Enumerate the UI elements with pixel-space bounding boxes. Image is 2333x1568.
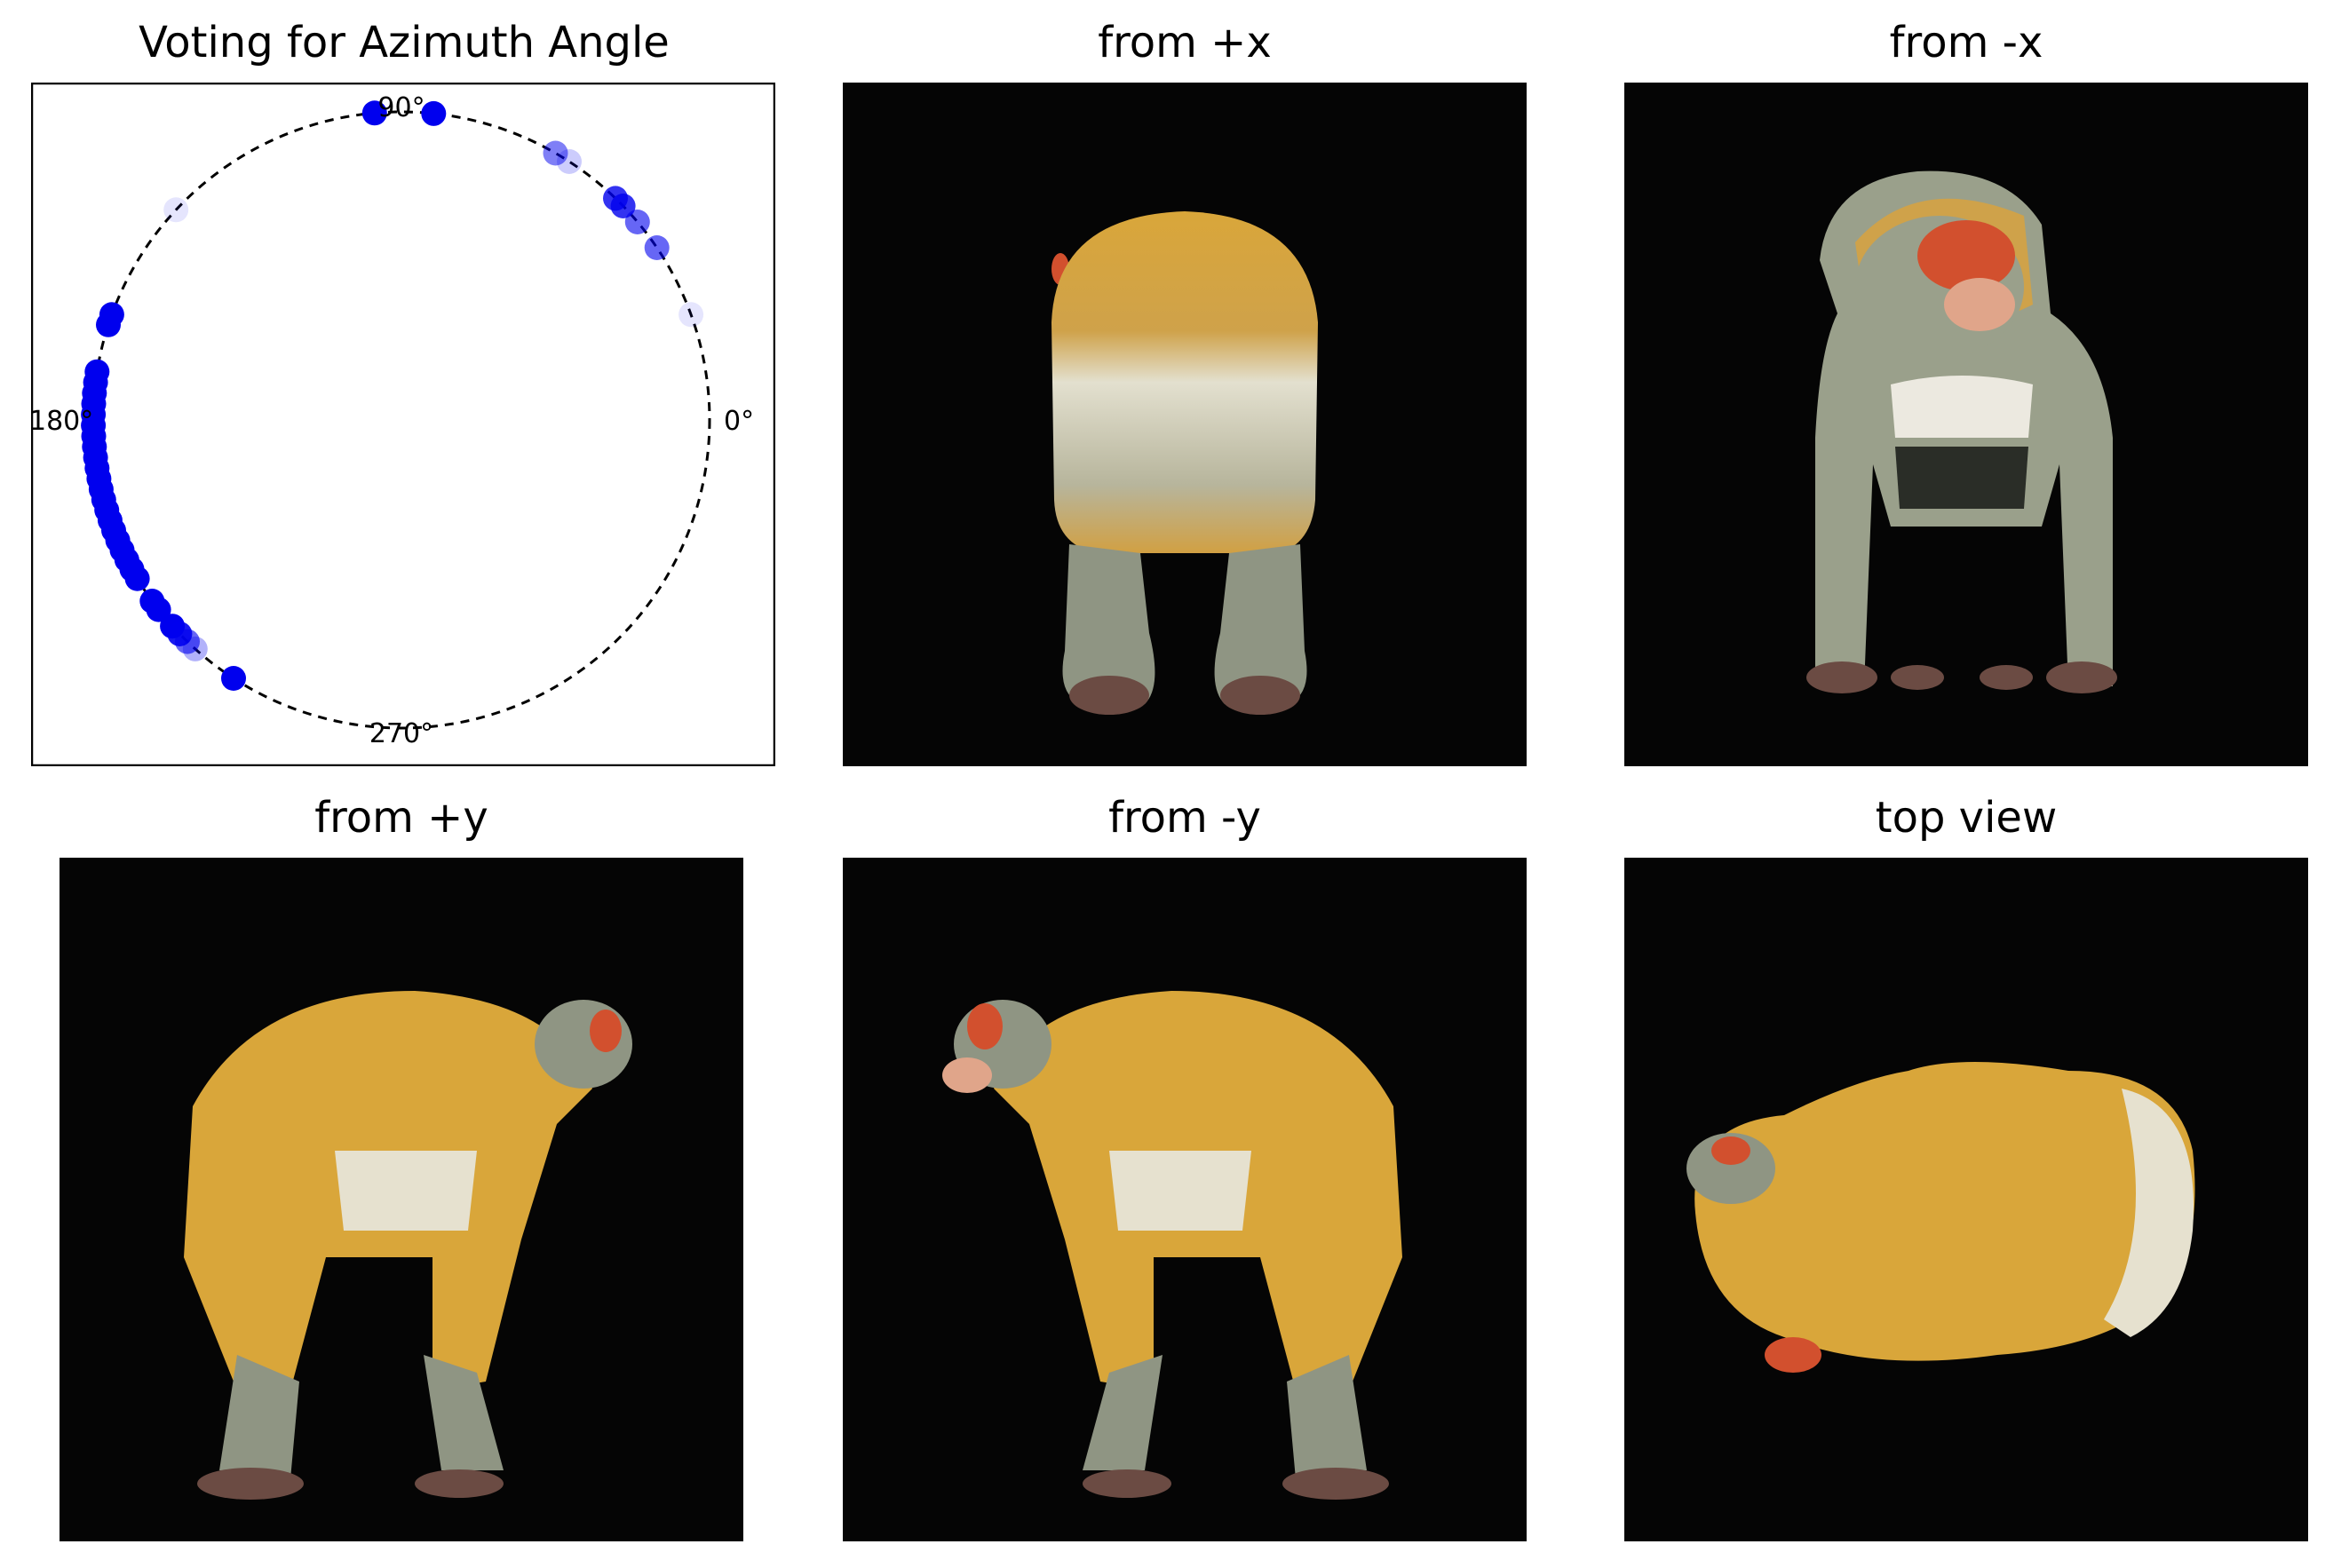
- points-layer: [81, 100, 704, 691]
- plot-frame: [30, 82, 776, 767]
- view-title-top: top view: [1875, 793, 2058, 843]
- vote-point-34: [146, 597, 171, 622]
- vote-point-0: [361, 100, 387, 126]
- vote-point-5: [610, 194, 636, 218]
- monkey-top-image: [1686, 1062, 2195, 1373]
- render-view-plus-x: [843, 83, 1527, 766]
- view-title-minus-y: from -y: [1108, 793, 1261, 843]
- tick-label-180: 180°: [31, 406, 93, 437]
- tick-label-270: 270°: [369, 718, 433, 749]
- vote-point-38: [182, 636, 208, 661]
- render-view-top: [1624, 858, 2308, 1541]
- vote-point-8: [678, 302, 704, 328]
- monkey-side-left-image: [942, 991, 1402, 1500]
- vote-point-3: [557, 149, 582, 174]
- vote-point-7: [644, 235, 670, 260]
- vote-point-2: [543, 140, 568, 166]
- vote-point-6: [624, 210, 650, 234]
- vote-point-39: [221, 666, 246, 691]
- monkey-back-image: [1051, 211, 1318, 715]
- tick-label-90: 90°: [377, 92, 425, 123]
- tick-label-0: 0°: [724, 406, 754, 437]
- view-title-plus-y: from +y: [314, 793, 488, 843]
- monkey-front-image: [1806, 170, 2117, 693]
- polar-chart: 90° 180° 0° 270°: [29, 82, 776, 767]
- render-view-plus-y: [60, 858, 743, 1541]
- polar-chart-svg: 90° 180° 0° 270°: [29, 82, 776, 767]
- view-title-minus-x: from -x: [1889, 18, 2043, 67]
- vote-point-37: [175, 629, 200, 654]
- chart-title: Voting for Azimuth Angle: [139, 18, 670, 67]
- vote-point-9: [163, 197, 189, 223]
- vote-point-1: [421, 100, 447, 126]
- view-title-plus-x: from +x: [1098, 18, 1272, 67]
- vote-point-11: [96, 312, 121, 337]
- vote-point-32: [124, 566, 150, 591]
- monkey-side-right-image: [184, 991, 632, 1500]
- render-view-minus-x: [1624, 83, 2308, 766]
- render-view-minus-y: [843, 858, 1527, 1541]
